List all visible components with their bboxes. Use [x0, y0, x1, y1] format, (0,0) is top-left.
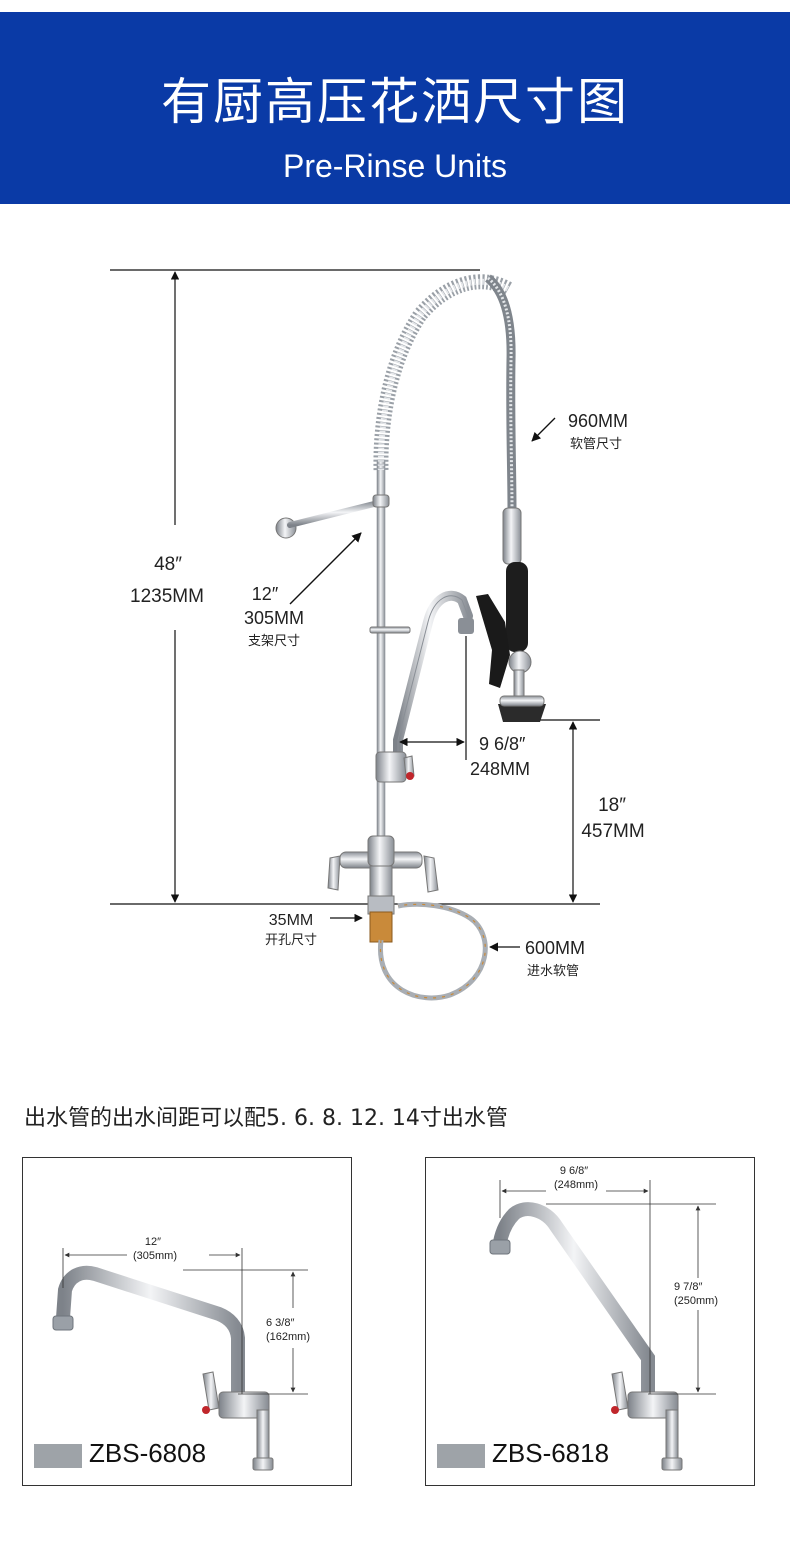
bracket-length-pointer [289, 532, 362, 605]
inlet-hose-loop [378, 901, 488, 1001]
spray-valve-grip [506, 562, 528, 652]
spout-reach-mm-label: 248MM [470, 759, 530, 779]
hose-length-cn-label: 软管尺寸 [570, 437, 622, 452]
mixer-center-hub [367, 835, 395, 867]
inlet-hose-cn-label: 进水软管 [527, 964, 579, 979]
mixer-base [369, 865, 393, 897]
main-dimension-diagram: 48″ 1235MM 18″ 457MM 9 6/8″ 248MM 9 [110, 269, 645, 1001]
spring-coil-highlight [377, 278, 512, 471]
zbs-6808-width-mm-label: (305mm) [133, 1250, 177, 1262]
zbs-6818-spout-tube [493, 1202, 655, 1400]
zbs-6808-height-mm-label: (162mm) [266, 1331, 310, 1343]
spray-height-mm-label: 457MM [581, 821, 644, 842]
spray-valve-stem [513, 669, 525, 699]
riser-clip [369, 626, 411, 634]
zbs-6808-spout-tube [56, 1265, 245, 1400]
bracket-inch-label: 12″ [252, 584, 279, 604]
zbs-6818-model-code: ZBS-6818 [492, 1438, 610, 1468]
spray-height-inch-label: 18″ [598, 795, 626, 816]
addon-handle-red-tip [406, 772, 414, 780]
zbs-6808-spout-diagram: 12″ (305mm) 6 3/8″ (162mm) [52, 1236, 310, 1471]
addon-spout [393, 590, 473, 765]
zbs-6818-handle-red-tip [611, 1406, 619, 1414]
zbs-6808-model-code: ZBS-6808 [89, 1438, 207, 1468]
shank-nut [367, 895, 395, 915]
bracket-mm-label: 305MM [244, 608, 304, 628]
right-lever-handle [423, 855, 439, 893]
zbs-6818-width-inch-label: 9 6/8″ [560, 1165, 588, 1177]
page-subtitle: Pre-Rinse Units [282, 148, 508, 184]
zbs-6818-height-mm-label: (250mm) [674, 1295, 718, 1307]
spring-coil [373, 274, 514, 471]
zbs-6818-shank-nut [661, 1457, 683, 1471]
addon-spout-aerator [458, 618, 474, 634]
addon-valve-body [375, 751, 407, 783]
brass-shank [369, 911, 393, 943]
riser-pipe [376, 459, 386, 841]
zbs-6818-swatch [437, 1444, 485, 1468]
riser-collar [372, 494, 390, 508]
spout-options-title: 出水管的出水间距可以配5. 6. 8. 12. 14寸出水管 [24, 1106, 508, 1131]
addon-spout-outline [397, 595, 469, 760]
zbs-6808-swatch [34, 1444, 82, 1468]
hole-size-cn-label: 开孔尺寸 [265, 933, 317, 948]
hose-length-mm-label: 960MM [568, 411, 628, 431]
spray-head [498, 704, 546, 722]
left-lever-handle [327, 855, 341, 891]
zbs-6818-width-mm-label: (248mm) [554, 1179, 598, 1191]
wall-bracket-arm [287, 499, 385, 528]
zbs-6818-aerator [489, 1239, 511, 1255]
height-inch-label: 48″ [154, 554, 182, 575]
height-mm-label: 1235MM [130, 586, 204, 607]
spout-reach-inch-label: 9 6/8″ [479, 734, 526, 754]
bracket-cn-label: 支架尺寸 [248, 634, 300, 649]
wall-flange [275, 517, 297, 539]
inlet-hose-stripe [379, 903, 486, 999]
zbs-6818-spout-diagram: 9 6/8″ (248mm) 9 7/8″ (250mm) [489, 1165, 718, 1471]
zbs-6808-height-inch-label: 6 3/8″ [266, 1317, 294, 1329]
inlet-hose-mm-label: 600MM [525, 938, 585, 958]
zbs-6808-handle-red-tip [202, 1406, 210, 1414]
zbs-6808-handle [202, 1371, 220, 1411]
spray-valve-trigger [476, 594, 510, 688]
header-banner: 有厨高压花洒尺寸图 Pre-Rinse Units [0, 12, 790, 204]
spray-head-top [499, 695, 545, 707]
spray-valve-neck [502, 507, 522, 565]
zbs-6808-aerator [52, 1315, 74, 1331]
hole-size-mm-label: 35MM [269, 912, 313, 929]
zbs-6808-width-inch-label: 12″ [145, 1236, 161, 1248]
zbs-6818-height-inch-label: 9 7/8″ [674, 1281, 702, 1293]
model-card-zbs-6808: 12″ (305mm) 6 3/8″ (162mm) ZBS-6808 [22, 1157, 352, 1486]
zbs-6818-handle [611, 1371, 629, 1411]
hose-length-pointer [531, 417, 556, 442]
page-title: 有厨高压花洒尺寸图 [161, 73, 629, 131]
zbs-6808-shank-nut [252, 1457, 274, 1471]
model-card-zbs-6818: 9 6/8″ (248mm) 9 7/8″ (250mm) ZBS-6818 [425, 1157, 755, 1486]
spray-hose-shine [487, 276, 514, 511]
